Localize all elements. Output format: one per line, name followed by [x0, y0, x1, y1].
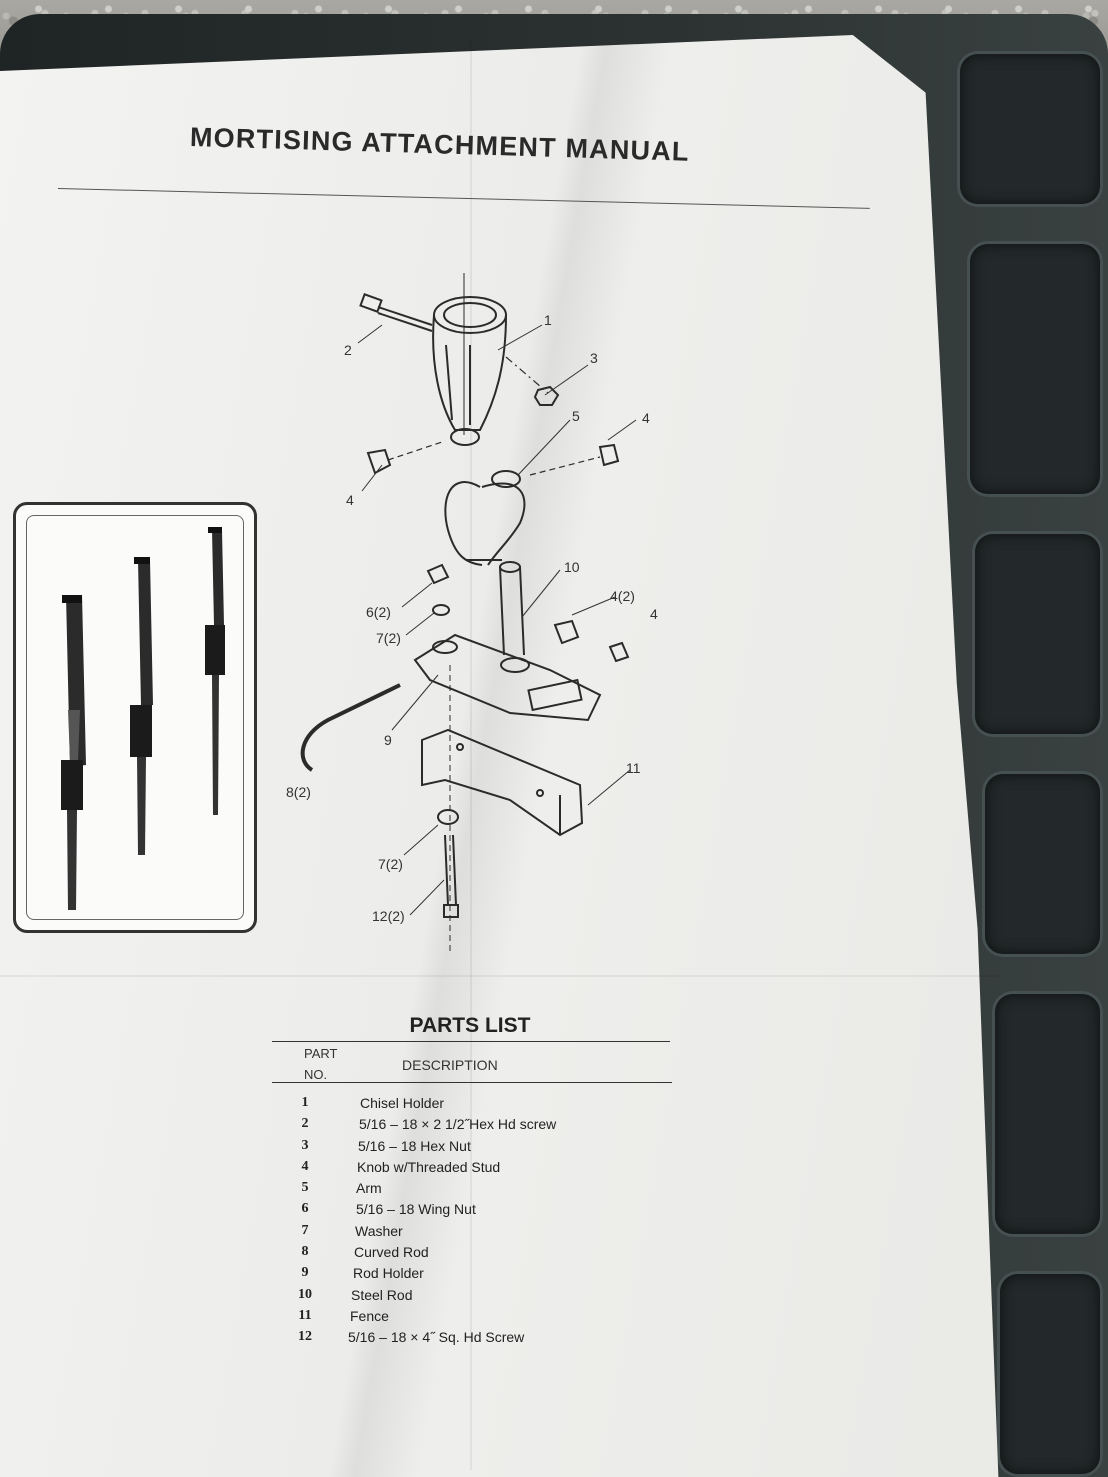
- callout-11: 11: [626, 760, 641, 776]
- part-description: Chisel Holder: [360, 1095, 445, 1111]
- column-header-description: DESCRIPTION: [402, 1057, 498, 1073]
- callout-4-2: 4(2): [610, 588, 635, 604]
- table-row: 2 5/16 – 18 × 2 1/2˝Hex Hd screw: [280, 1116, 700, 1137]
- callout-4: 4: [346, 492, 354, 508]
- part-number: 12: [298, 1329, 312, 1345]
- callout-8-2: 8(2): [286, 784, 311, 800]
- part-description: 5/16 – 18 × 4˝ Sq. Hd Screw: [348, 1329, 525, 1346]
- chisel-holder-part: [432, 296, 507, 446]
- part-description: 5/16 – 18 × 2 1/2˝Hex Hd screw: [359, 1116, 557, 1133]
- part-number: 6: [301, 1201, 309, 1217]
- arm-part: [444, 470, 526, 566]
- column-header-part: PART: [304, 1046, 338, 1061]
- washer-part: [432, 604, 450, 616]
- table-row: 5 Arm: [280, 1180, 700, 1201]
- chisel-bit-small: [205, 527, 225, 815]
- part-number: 11: [298, 1307, 312, 1323]
- part-description: 5/16 – 18 Hex Nut: [358, 1137, 471, 1154]
- part-description: Steel Rod: [351, 1286, 413, 1303]
- knob-part: [366, 440, 446, 475]
- part-number: 10: [298, 1286, 312, 1302]
- part-number: 1: [301, 1095, 309, 1110]
- knob-part: [529, 443, 620, 476]
- callout-4: 4: [650, 606, 658, 622]
- case-slot: [985, 774, 1100, 954]
- table-row: 7 Washer: [280, 1223, 700, 1244]
- callout-3: 3: [590, 350, 598, 366]
- case-slot: [975, 534, 1100, 734]
- callout-7-2: 7(2): [376, 630, 401, 646]
- part-number: 5: [301, 1180, 309, 1196]
- square-head-screw-part: [443, 834, 459, 918]
- table-row: 3 5/16 – 18 Hex Nut: [280, 1138, 700, 1159]
- table-row: 4 Knob w/Threaded Stud: [280, 1159, 700, 1180]
- table-row: 10 Steel Rod: [280, 1287, 700, 1308]
- part-number: 9: [301, 1265, 309, 1281]
- table-rule: [272, 1082, 672, 1083]
- wing-nut-part: [426, 563, 450, 585]
- table-row: 12 5/16 – 18 × 4˝ Sq. Hd Screw: [280, 1329, 700, 1350]
- callout-7-2: 7(2): [378, 856, 403, 872]
- part-description: Fence: [350, 1307, 389, 1324]
- callout-4: 4: [642, 410, 650, 426]
- table-row: 1 Chisel Holder: [280, 1095, 700, 1116]
- part-description: Knob w/Threaded Stud: [357, 1158, 501, 1175]
- chisel-bits-image: [61, 527, 225, 910]
- exploded-parts-diagram: 2 1 3 5 4 4 10 6(2) 4(2) 4 7(2) 9 8(2) 1…: [286, 273, 658, 955]
- table-row: 8 Curved Rod: [280, 1244, 700, 1265]
- callout-6-2: 6(2): [366, 604, 391, 620]
- hex-screw-part: [359, 293, 433, 332]
- chisel-bits-photo: [13, 502, 257, 933]
- part-description: Arm: [356, 1180, 382, 1197]
- callout-10: 10: [564, 559, 580, 575]
- part-description: 5/16 – 18 Wing Nut: [356, 1201, 476, 1218]
- steel-rod-part: [499, 561, 525, 656]
- part-number: 7: [301, 1222, 309, 1238]
- case-slot: [960, 54, 1100, 204]
- part-number: 4: [301, 1158, 309, 1174]
- knob-part: [553, 619, 580, 645]
- part-description: Rod Holder: [353, 1265, 424, 1282]
- photo-frame: [26, 515, 244, 920]
- column-header-no: NO.: [304, 1067, 328, 1082]
- part-number: 3: [301, 1137, 309, 1153]
- table-rule: [272, 1041, 670, 1042]
- callout-12-2: 12(2): [372, 908, 405, 924]
- callout-2: 2: [344, 342, 352, 358]
- table-row: 11 Fence: [280, 1308, 700, 1329]
- parts-list-table: 1 Chisel Holder 2 5/16 – 18 × 2 1/2˝Hex Hd…: [280, 1095, 700, 1351]
- rod-holder-part: [413, 633, 602, 722]
- table-row: 6 5/16 – 18 Wing Nut: [280, 1201, 700, 1222]
- paper-fold: [470, 40, 472, 1470]
- washer-part: [437, 809, 459, 825]
- paper-fold: [0, 975, 1000, 977]
- table-row: 9 Rod Holder: [280, 1265, 700, 1286]
- fence-part: [421, 728, 584, 837]
- case-slot: [970, 244, 1100, 494]
- callout-9: 9: [384, 732, 392, 748]
- part-description: Curved Rod: [354, 1244, 429, 1261]
- part-number: 2: [301, 1116, 309, 1132]
- parts-list-heading: PARTS LIST: [409, 1014, 531, 1037]
- curved-rod-part: [300, 683, 401, 772]
- callout-1: 1: [544, 312, 552, 328]
- chisel-bit-large: [61, 595, 86, 910]
- knob-part: [608, 641, 630, 663]
- hex-nut-part: [533, 385, 560, 406]
- case-slot: [995, 994, 1100, 1234]
- callout-5: 5: [572, 408, 580, 424]
- case-slot: [1000, 1274, 1100, 1474]
- part-number: 8: [301, 1244, 309, 1260]
- part-description: Washer: [355, 1222, 403, 1239]
- chisel-bit-medium: [130, 557, 153, 855]
